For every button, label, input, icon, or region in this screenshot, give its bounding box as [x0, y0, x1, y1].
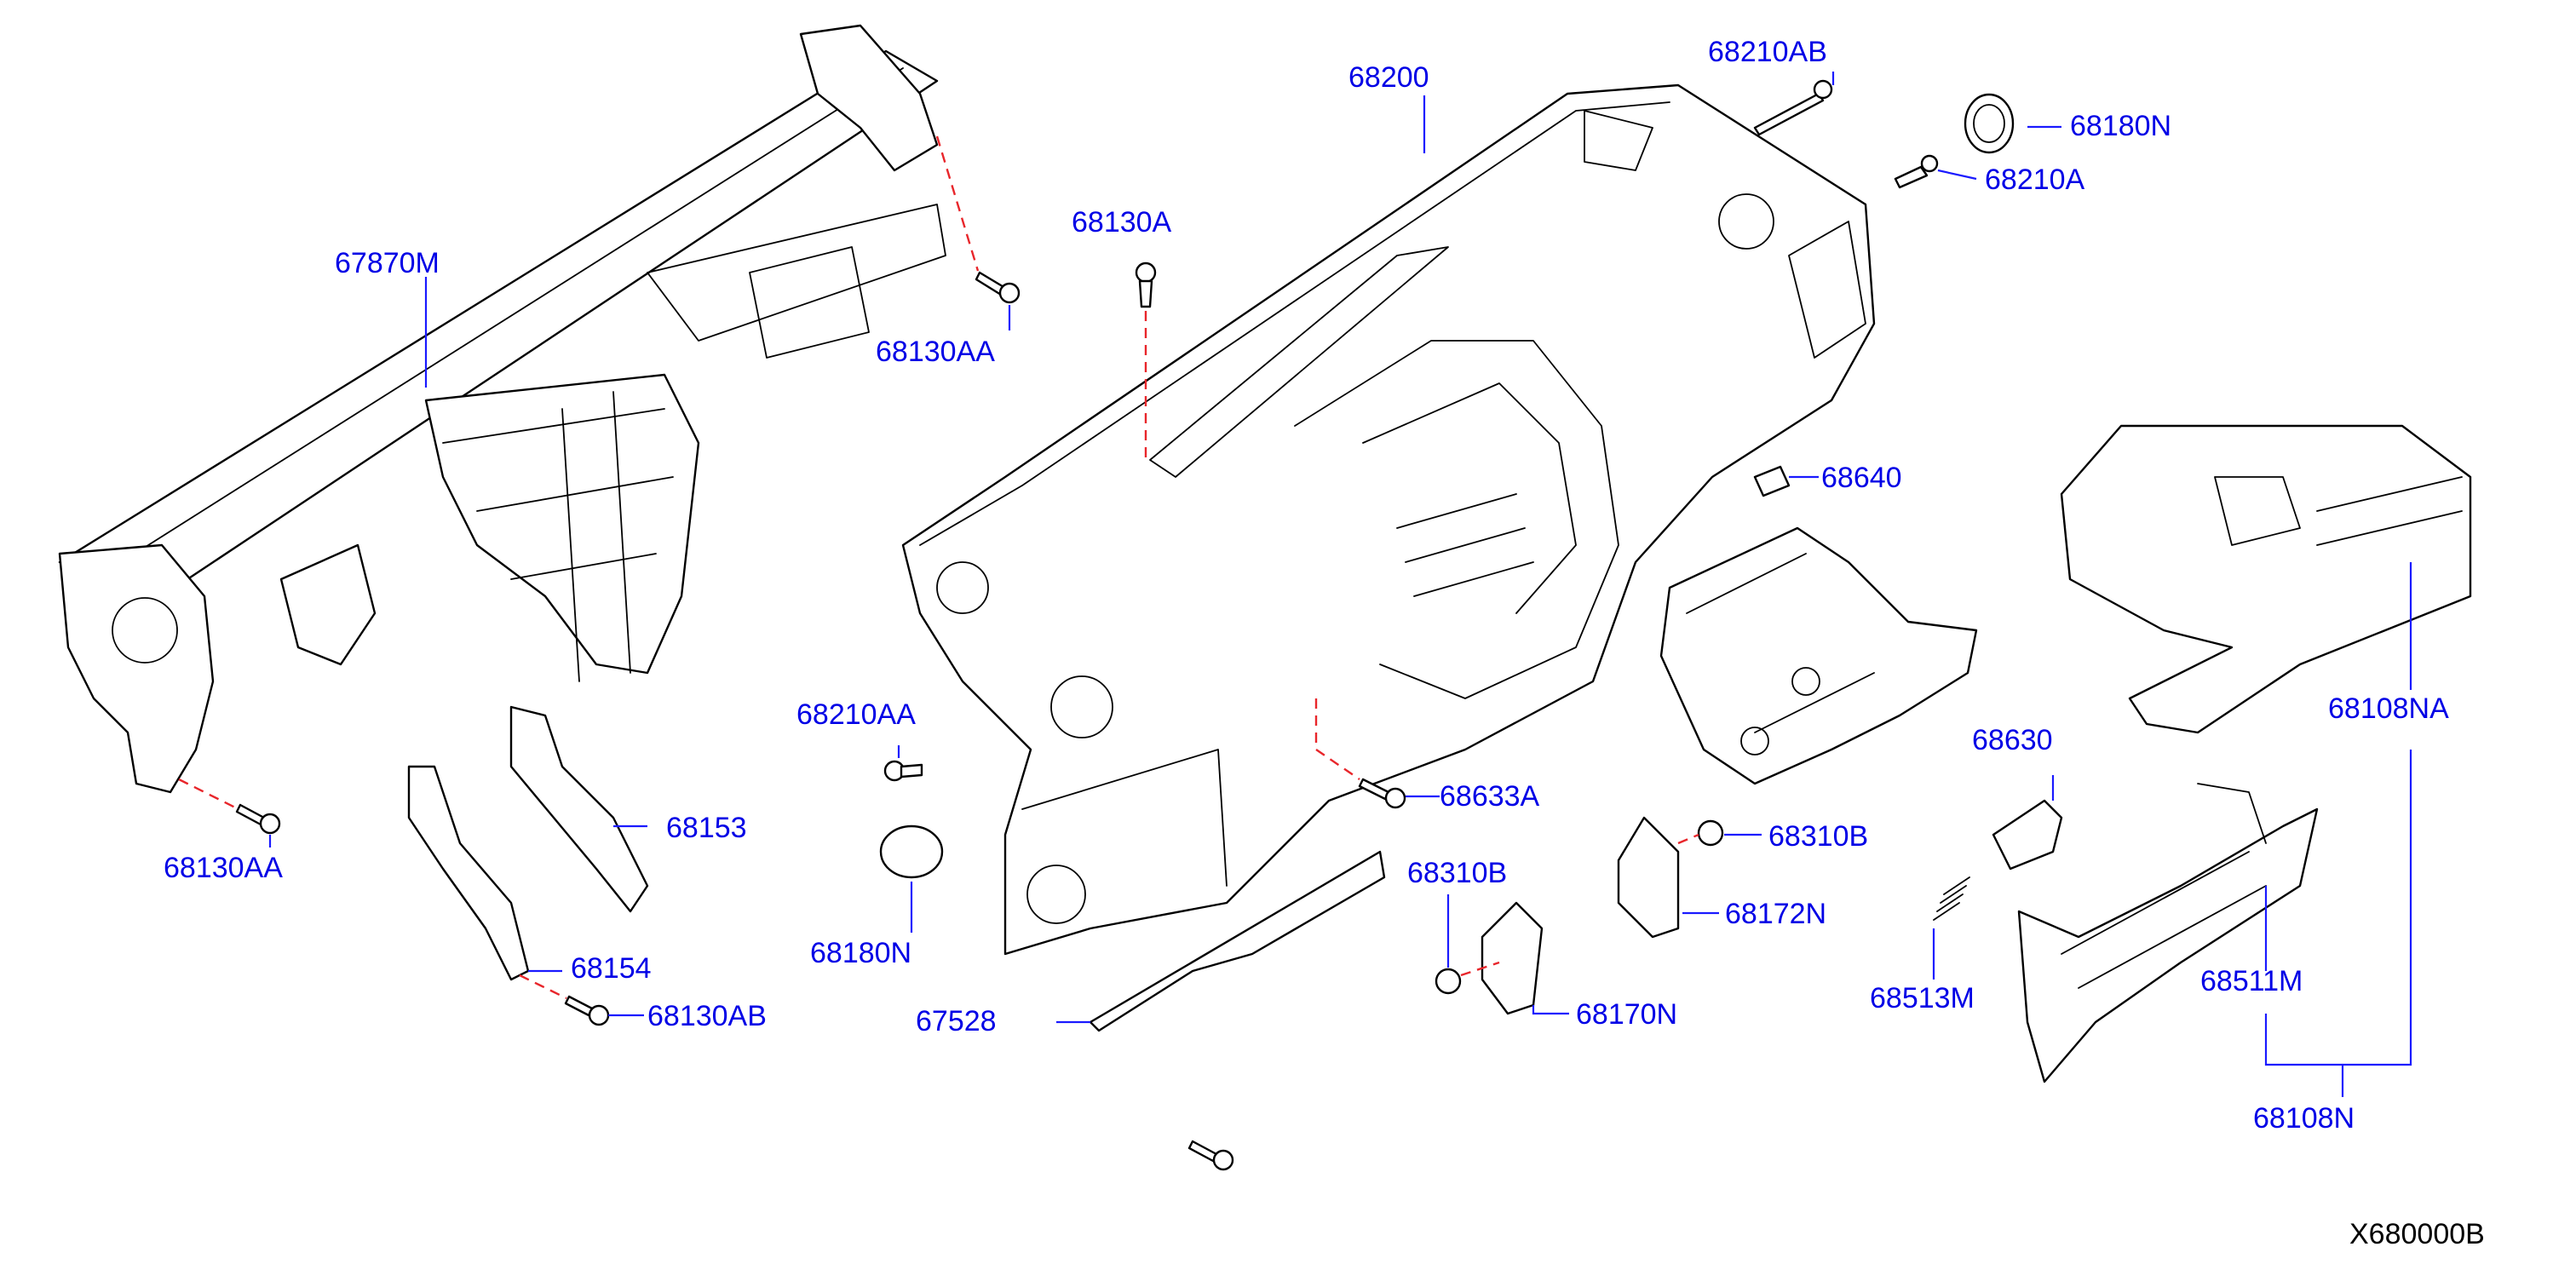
bolt-68210A	[1894, 154, 1939, 189]
bolt-68210AB	[1753, 79, 1833, 136]
label-68640: 68640	[1821, 462, 1902, 494]
label-68180N-mid: 68180N	[810, 937, 911, 969]
label-68630: 68630	[1972, 724, 2053, 756]
label-67870M: 67870M	[335, 247, 440, 279]
label-68513M: 68513M	[1870, 982, 1975, 1014]
label-68180N-top: 68180N	[2070, 110, 2171, 142]
label-68310B-right: 68310B	[1768, 820, 1868, 853]
leader-lines	[268, 72, 2412, 1097]
label-68108NA: 68108NA	[2328, 692, 2449, 725]
label-67528: 67528	[916, 1005, 997, 1037]
clip-68640	[1753, 465, 1791, 497]
label-68210AA: 68210AA	[796, 698, 916, 731]
label-68200: 68200	[1348, 61, 1429, 94]
instrument-panel-68200	[901, 83, 1876, 956]
latch-68630	[1992, 799, 2063, 870]
bolt-68130AB	[564, 995, 610, 1026]
label-68130A: 68130A	[1072, 206, 1172, 238]
cap-68180N-top	[1964, 93, 2015, 154]
nut-68310B-right	[1697, 819, 1724, 847]
label-68172N: 68172N	[1725, 898, 1826, 930]
label-68130AB: 68130AB	[647, 1000, 767, 1032]
drawing-code: X680000B	[2349, 1218, 2485, 1250]
bolt-68130AA-left	[235, 803, 281, 835]
bracket-67528	[1089, 850, 1386, 1032]
bolt-68210AA	[883, 760, 923, 782]
label-68210AB: 68210AB	[1708, 36, 1827, 68]
label-68130AA-top: 68130AA	[876, 336, 995, 368]
glove-box-lid-68511M	[2017, 783, 2319, 1083]
nut-68310B-mid	[1435, 968, 1462, 995]
bracket-68170N	[1481, 901, 1544, 1015]
lower-cover	[1659, 526, 1978, 785]
label-68153: 68153	[666, 812, 747, 844]
label-68130AA-left: 68130AA	[164, 852, 283, 884]
label-68633A: 68633A	[1440, 780, 1540, 813]
bolt-68633A	[1358, 778, 1406, 809]
bracket-68153	[509, 705, 649, 913]
label-68108N: 68108N	[2253, 1102, 2355, 1135]
label-68154: 68154	[571, 952, 652, 985]
bracket-68172N	[1617, 816, 1680, 939]
glove-box-outer-68108NA	[2060, 424, 2472, 734]
bracket-68154	[407, 765, 530, 981]
label-68511M: 68511M	[2200, 965, 2303, 997]
bolt-loose-bottom	[1187, 1140, 1234, 1171]
label-68210A: 68210A	[1985, 164, 2085, 196]
reference-lines	[178, 135, 1699, 1000]
part-labels: 67870M 68200 68210AB 68180N 68210A 68130…	[164, 36, 2485, 1250]
bolt-68130AA-top	[975, 271, 1021, 304]
spring-68513M	[1933, 876, 1970, 921]
label-68170N: 68170N	[1576, 998, 1677, 1031]
bolt-68130A	[1135, 261, 1157, 308]
cap-68180N-mid	[879, 824, 944, 879]
label-68310B-mid: 68310B	[1407, 857, 1507, 889]
steering-member-67870M	[58, 24, 946, 794]
